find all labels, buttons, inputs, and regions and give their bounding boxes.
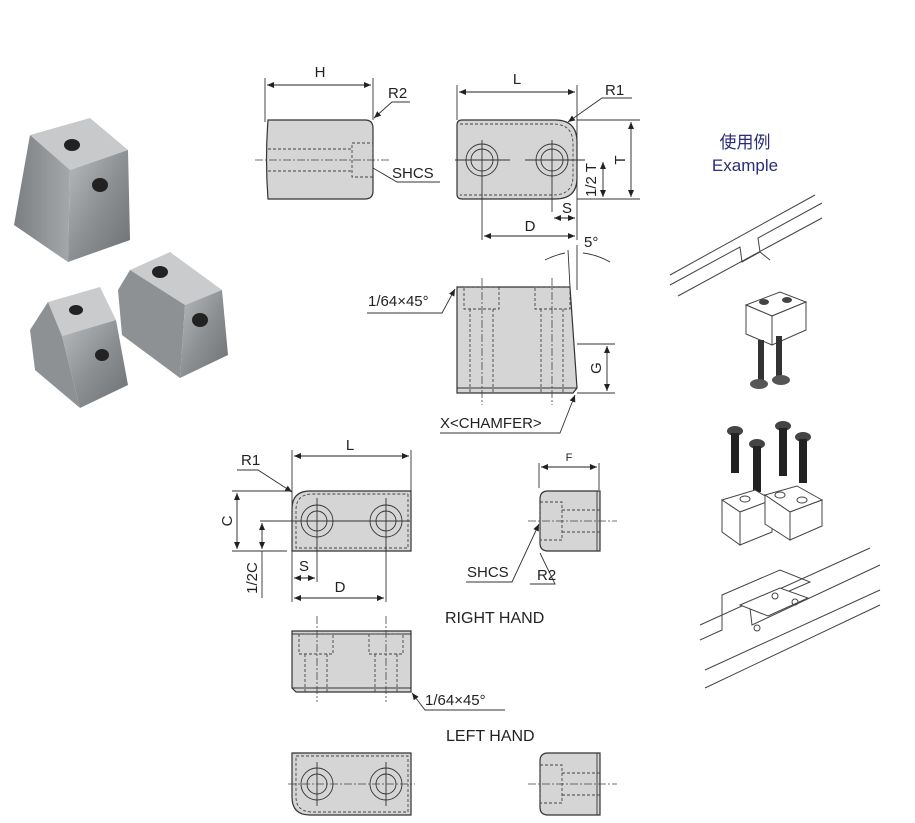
top-view: L R1 T 1/2 T S D (455, 71, 640, 240)
left-hand-end-view (528, 752, 617, 816)
dim-C-label: C (219, 515, 236, 526)
dim-L-label: L (513, 71, 521, 88)
R2-label: R2 (388, 85, 407, 102)
R2-label-2: R2 (537, 567, 556, 584)
dim-F-label: F (566, 452, 573, 464)
side-view-top: H R2 SHCS (255, 64, 440, 200)
bolt-hole-icon (64, 139, 80, 151)
dim-L-label-2: L (346, 437, 354, 454)
angle-label: 5° (584, 234, 598, 251)
R1-label: R1 (605, 82, 624, 99)
dim-H-label: H (315, 64, 326, 81)
dim-half-C-label: 1/2C (244, 562, 261, 594)
chamfer-label: 1/64×45° (368, 293, 429, 310)
SHCS-label: SHCS (392, 165, 434, 182)
right-hand-end-view: F SHCS R2 (466, 452, 617, 585)
bolt-hole-icon (92, 178, 108, 192)
example-illustration (669, 194, 881, 689)
photo-block-large (14, 118, 130, 262)
front-view: 5° G 1/64×45° X<CHAMFER> (367, 234, 615, 434)
dim-half-T-label: 1/2 T (583, 163, 600, 197)
R1-label-2: R1 (241, 452, 260, 469)
left-hand-top-view (288, 752, 415, 816)
chamfer-label-2: 1/64×45° (425, 692, 486, 709)
chamfer-x-label: X<CHAMFER> (440, 415, 542, 432)
photo-block-right (118, 252, 228, 378)
photo-block-left (30, 287, 128, 408)
example-title-cn: 使用例 (720, 132, 771, 152)
right-hand-front-view: 1/64×45° (291, 616, 505, 711)
right-hand-top-view: L R1 C 1/2C S D (219, 437, 412, 602)
right-hand-heading: RIGHT HAND (445, 610, 544, 627)
dim-S-label-2: S (299, 558, 309, 575)
left-hand-heading: LEFT HAND (446, 728, 535, 745)
SHCS-label-2: SHCS (467, 564, 509, 581)
dim-G-label: G (588, 362, 605, 374)
dim-T-label: T (612, 155, 629, 164)
example-title-en: Example (712, 156, 778, 175)
dim-S-label: S (562, 200, 572, 217)
screw-icon (727, 421, 811, 492)
product-photo (14, 118, 228, 408)
dim-D-label: D (525, 218, 536, 235)
dim-D-label-2: D (335, 579, 346, 596)
